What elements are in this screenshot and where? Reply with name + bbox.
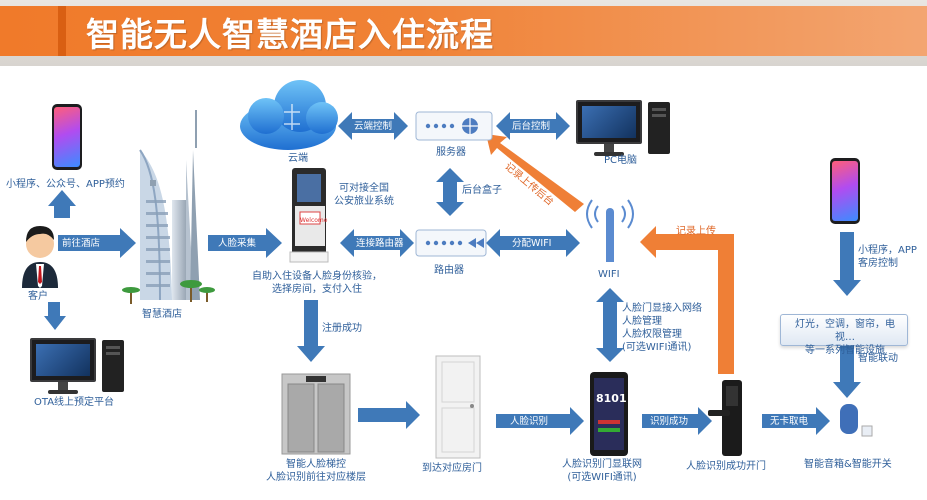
label-speaker: 智能音箱&智能开关 (804, 459, 892, 470)
palm-tree-icon (122, 280, 215, 304)
label-room-door: 到达对应房门 (422, 463, 482, 474)
arrow-elevator-to-door (358, 401, 420, 429)
arrow-hotel-to-kiosk (208, 228, 282, 258)
router-device-icon (415, 229, 487, 257)
wifi-antenna-icon (586, 199, 634, 262)
arrow-wifi-faceterm (596, 288, 624, 362)
smart-door-lock-icon (708, 380, 742, 456)
label-cloud: 云端 (288, 153, 308, 164)
label-elevator: 智能人脸梯控 人脸识别前往对应楼层 (266, 459, 366, 483)
face-terminal-number: 8101 (596, 392, 627, 405)
elevator-icon (281, 373, 351, 455)
self-checkin-kiosk-icon (289, 168, 329, 263)
server-device-icon (415, 111, 493, 141)
edge-cloud-control: 云端控制 (354, 121, 393, 132)
arrow-faceterm-to-lock (642, 407, 712, 435)
room-door-icon (435, 355, 481, 459)
smart-devices-box (780, 314, 908, 346)
arrow-lock-to-speaker (762, 407, 830, 435)
label-kiosk: 自助入住设备人脸身份核验， 选择房间，支付入住 (252, 271, 382, 295)
edge-record-upload: 记录上传 (676, 226, 716, 237)
edge-recognize-success: 识别成功 (650, 416, 689, 427)
arrow-phone-to-devices (833, 232, 861, 296)
edge-face-collect: 人脸采集 (218, 238, 257, 249)
label-smart-devices: 灯光，空调，窗帘，电视… 等一系列智能设施 (795, 319, 895, 356)
label-smart-hotel: 智慧酒店 (142, 309, 182, 320)
edge-face-recognition: 人脸识别 (510, 416, 549, 427)
customer-avatar-icon (22, 226, 58, 288)
edge-go-hotel: 前往酒店 (62, 238, 101, 249)
arrow-server-router (436, 168, 464, 216)
edge-no-card-power: 无卡取电 (770, 416, 809, 427)
ota-computer-icon (30, 338, 126, 396)
face-recognition-terminal-icon (590, 372, 628, 456)
title-banner: 智能无人智慧酒店入住流程 (0, 0, 927, 66)
edge-connect-router: 连接路由器 (356, 238, 404, 249)
edge-smart-link: 智能联动 (858, 353, 898, 364)
label-pc: PC电脑 (604, 155, 638, 166)
arrow-lock-to-wifi (640, 226, 734, 374)
label-customer: 客户 (28, 291, 48, 302)
label-face-door-notes: 人脸门显接入网络 人脸管理 人脸权限管理 (可选WIFI通讯) (622, 303, 702, 353)
label-router: 路由器 (434, 265, 464, 276)
arrow-devices-to-speaker (833, 346, 861, 398)
arrow-cloud-server (338, 112, 408, 140)
edge-backend-box: 后台盒子 (462, 185, 502, 196)
label-kiosk-note: 可对接全国 公安旅业系统 (334, 183, 394, 207)
label-mini-app-booking: 小程序、公众号、APP预约 (6, 179, 125, 190)
label-guest-app-control: 小程序，APP 客房控制 (858, 245, 917, 269)
booking-phone-icon (52, 104, 82, 170)
label-face-terminal: 人脸识别门显联网 (可选WIFI通讯) (562, 459, 642, 483)
arrow-kiosk-to-elevator (297, 300, 325, 362)
arrow-server-pc (496, 112, 570, 140)
edge-backend-control: 后台控制 (512, 121, 551, 132)
arrow-wifi-to-server (486, 134, 584, 212)
kiosk-screen-text: Welcome (300, 217, 328, 224)
edge-register-success: 注册成功 (322, 323, 362, 334)
cloud-icon (240, 80, 338, 150)
arrow-door-to-faceterm (496, 407, 584, 435)
arrow-customer-to-hotel (58, 228, 136, 258)
label-server: 服务器 (436, 147, 466, 158)
label-wifi: WIFI (598, 269, 620, 280)
guest-phone-icon (830, 158, 860, 224)
smart-speaker-icon (840, 404, 873, 437)
arrow-router-wifi (486, 229, 580, 257)
arrow-customer-to-ota (44, 302, 66, 330)
edge-distribute-wifi: 分配WIFI (512, 238, 552, 249)
title-bar (0, 6, 927, 56)
hotel-building-icon (122, 110, 215, 304)
page-title: 智能无人智慧酒店入住流程 (86, 15, 494, 54)
label-ota: OTA线上预定平台 (34, 397, 115, 408)
pc-computer-icon (576, 100, 672, 158)
label-door-lock: 人脸识别成功开门 (686, 461, 766, 472)
arrow-customer-to-app (48, 190, 76, 218)
arrow-kiosk-router (340, 229, 414, 257)
